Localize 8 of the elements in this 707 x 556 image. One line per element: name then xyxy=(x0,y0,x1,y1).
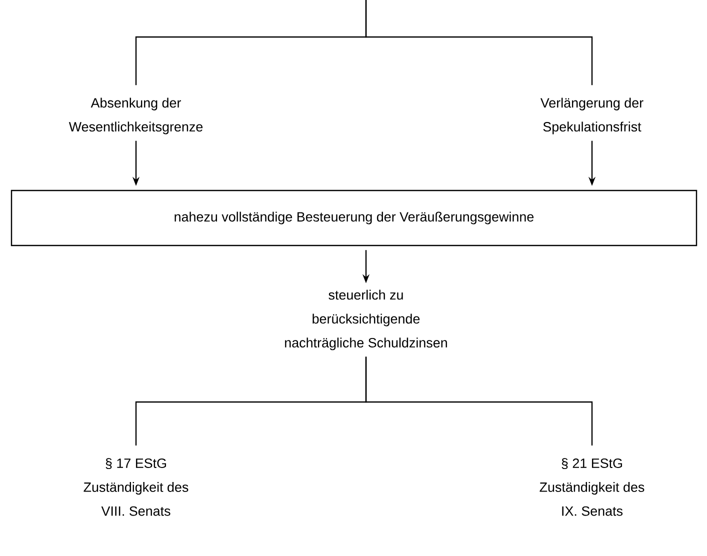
process-box: nahezu vollständige Besteuerung der Veräußerungsgewinne xyxy=(10,190,698,246)
connector-line xyxy=(365,356,593,446)
connector-line xyxy=(365,0,593,86)
label-text: steuerlich zu berücksichtigende nachträgliche Schuldzinsen xyxy=(285,290,447,350)
label-text: § 17 EStG Zuständigkeit des VIII. Senats xyxy=(84,458,188,516)
label-text: Absenkung der Wesentlichkeitsgrenze xyxy=(68,98,203,134)
label-text: § 21 EStG Zuständigkeit des IX. Senats xyxy=(540,458,644,516)
label-text: Verlängerung der Spekulationsfrist xyxy=(540,98,644,134)
